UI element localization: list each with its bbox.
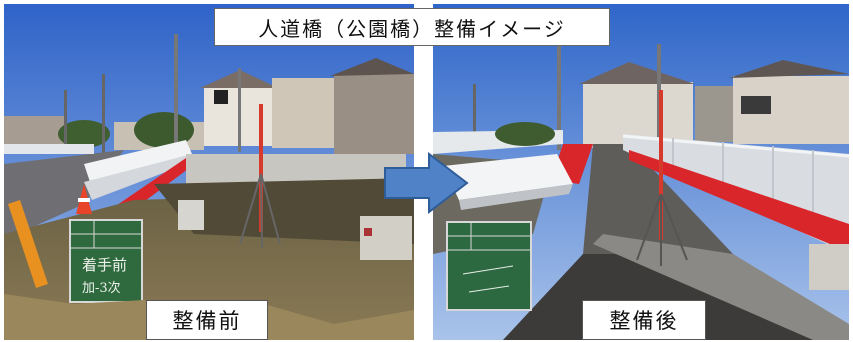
before-label: 整備前 [146, 300, 268, 340]
page-title: 人道橋（公園橋）整備イメージ [214, 8, 610, 46]
after-label: 整備後 [582, 300, 706, 340]
after-photo [433, 4, 849, 340]
before-label-text: 整備前 [172, 309, 242, 333]
before-photo: 着手前 加-3次 [4, 4, 414, 340]
svg-text:加-3次: 加-3次 [82, 280, 121, 296]
before-to-after-arrow-icon [384, 152, 469, 214]
after-label-text: 整備後 [609, 309, 679, 333]
before-photo-scene: 着手前 加-3次 [4, 4, 414, 340]
svg-text:着手前: 着手前 [82, 256, 127, 274]
after-photo-scene [433, 4, 849, 340]
page-title-text: 人道橋（公園橋）整備イメージ [258, 16, 566, 41]
